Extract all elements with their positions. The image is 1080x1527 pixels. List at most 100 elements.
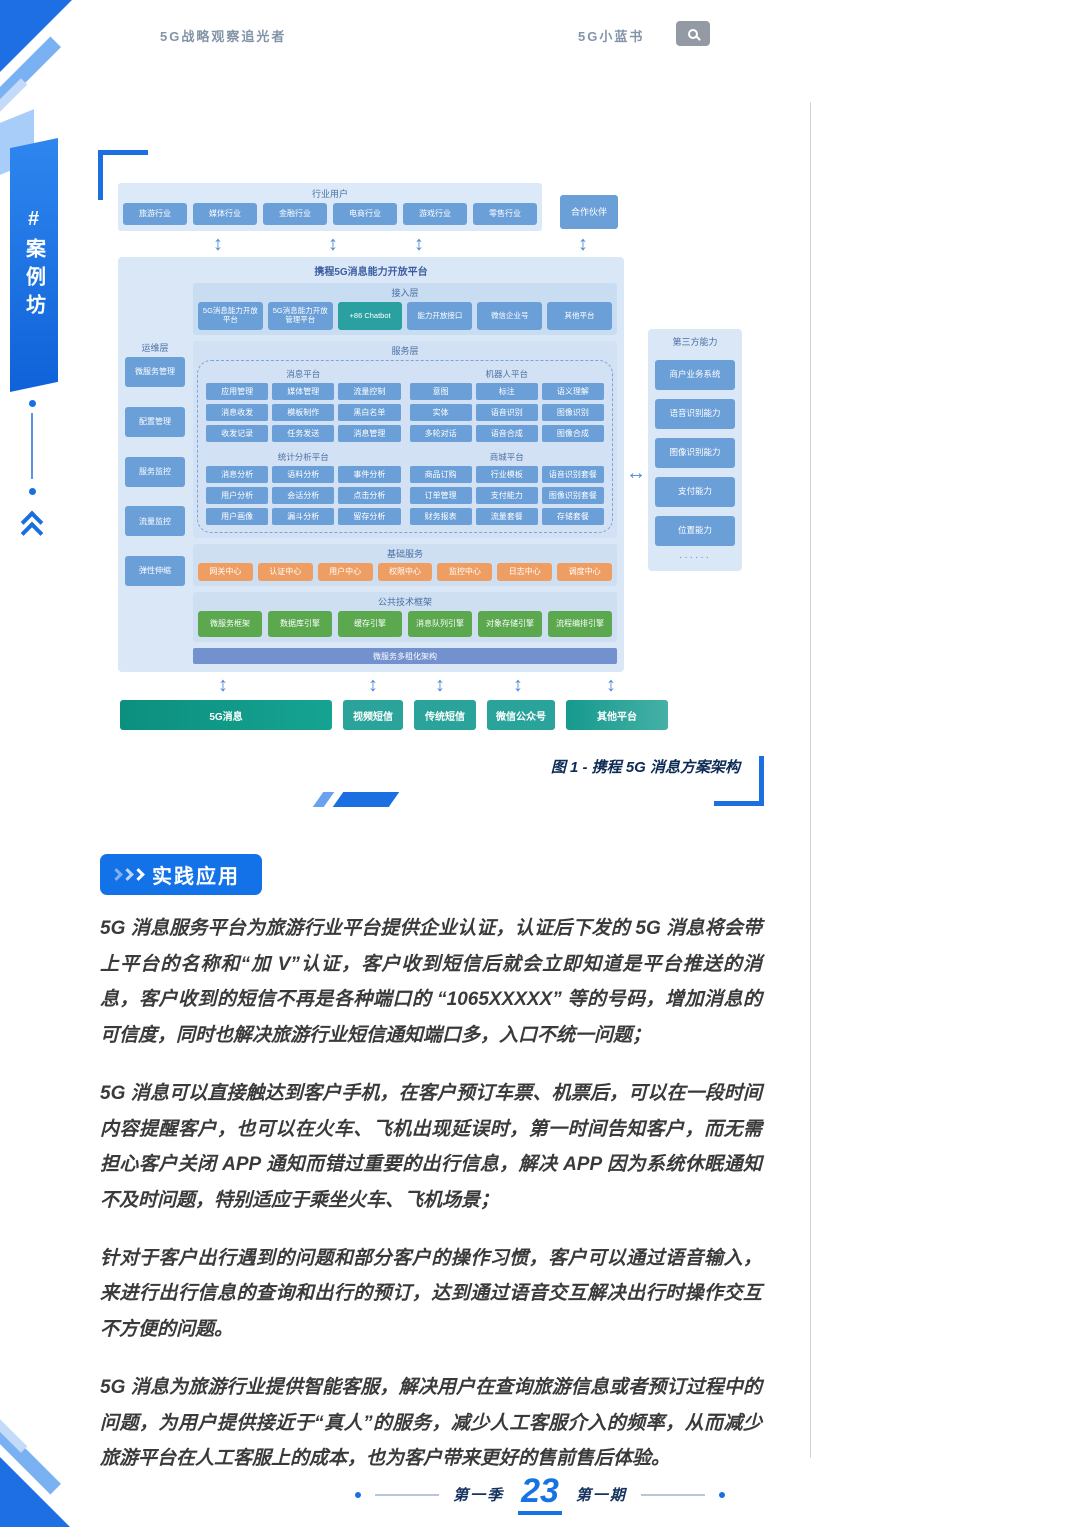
double-chevron-icon xyxy=(20,510,46,546)
quadrant-title: 商城平台 xyxy=(489,452,524,462)
footer-issue: 第一期 xyxy=(575,1487,627,1504)
search-icon xyxy=(688,28,698,39)
third-party-box: 图像识别能力 xyxy=(655,438,735,468)
partner-box: 合作伙伴 xyxy=(560,195,618,229)
access-box: 其他平台 xyxy=(547,302,612,330)
service-box: 消息分析 xyxy=(206,466,269,483)
ops-column: 运维层 微服务管理配置管理服务监控流量监控弹性伸缩 xyxy=(125,341,185,586)
basic-services-panel: 基础服务 网关中心认证中心用户中心权限中心监控中心日志中心调度中心 xyxy=(193,544,617,586)
header-right-title: 5G小蓝书 xyxy=(578,29,645,44)
basic-service-box: 网关中心 xyxy=(198,563,253,581)
industry-box: 零售行业 xyxy=(473,203,537,225)
service-box: 图像识别 xyxy=(541,404,604,421)
service-box: 商品订购 xyxy=(409,466,472,483)
service-quadrant-mall: 商城平台 商品订购行业模板语音识别套餐订单管理支付能力图像识别套餐财务报表流量套… xyxy=(409,451,604,525)
service-box: 图像识别套餐 xyxy=(541,487,604,504)
tech-framework-title: 公共技术框架 xyxy=(377,597,432,607)
service-box: 行业模板 xyxy=(475,466,538,483)
frame-slant-accent xyxy=(332,792,400,807)
corner-decoration-top-left xyxy=(0,0,120,140)
service-box: 收发记录 xyxy=(206,425,269,442)
updown-arrow-icon: ↕ xyxy=(513,674,523,696)
access-box: 微信企业号 xyxy=(477,302,543,330)
partner-wrap: 合作伙伴 xyxy=(560,195,618,231)
vertical-rule xyxy=(810,102,811,1458)
section-ribbon: #案例坊 xyxy=(10,138,58,392)
ops-box: 服务监控 xyxy=(125,456,185,487)
page-footer: 第一季 23 第一期 xyxy=(0,1474,1080,1515)
access-box: 能力开放接口 xyxy=(407,302,473,330)
tech-box: 对象存储引擎 xyxy=(478,611,542,637)
service-box: 模板制作 xyxy=(272,404,335,421)
side-line xyxy=(31,413,33,479)
section-ribbon-label: #案例坊 xyxy=(22,208,45,322)
body-paragraph: 5G 消息服务平台为旅游行业平台提供企业认证，认证后下发的 5G 消息将会带上平… xyxy=(100,918,762,1047)
service-box: 语义理解 xyxy=(541,383,604,400)
basic-service-box: 权限中心 xyxy=(377,563,433,581)
channel-box: 5G消息 xyxy=(120,700,332,730)
basic-service-box: 认证中心 xyxy=(257,563,313,581)
article-content: 实践应用 5G 消息服务平台为旅游行业平台提供企业认证，认证后下发的 5G 消息… xyxy=(100,854,762,1499)
service-box: 意图 xyxy=(409,383,472,400)
bottom-arrows: ↕ ↕ ↕ ↕ ↕ xyxy=(118,672,744,698)
chevrons-right-icon xyxy=(110,868,145,881)
updown-arrow-icon: ↕ xyxy=(414,233,424,255)
figure-caption: 图 1 - 携程 5G 消息方案架构 xyxy=(550,759,740,776)
body-paragraph: 5G 消息可以直接触达到客户手机，在客户预订车票、机票后，可以在一段时间内容提醒… xyxy=(100,1082,762,1212)
quadrant-title: 消息平台 xyxy=(286,369,321,379)
channel-box: 视频短信 xyxy=(343,700,403,730)
search-button[interactable] xyxy=(676,21,710,46)
service-box: 消息收发 xyxy=(206,404,269,421)
ops-box: 流量监控 xyxy=(125,506,185,537)
service-box: 留存分析 xyxy=(338,508,401,525)
footer-dot xyxy=(355,1491,362,1498)
frame-bracket-top-left xyxy=(98,150,148,200)
service-box: 用户画像 xyxy=(206,508,269,525)
service-box: 事件分析 xyxy=(338,466,401,483)
service-box: 标注 xyxy=(475,383,538,400)
service-box: 支付能力 xyxy=(475,487,538,504)
footer-line xyxy=(375,1493,440,1496)
architecture-diagram: 行业用户 旅游行业媒体行业金融行业电商行业游戏行业零售行业 合作伙伴 ↕ ↕ ↕… xyxy=(118,183,744,777)
platform-title: 携程5G消息能力开放平台 xyxy=(314,267,428,278)
page-number: 23 xyxy=(518,1474,562,1515)
ops-title: 运维层 xyxy=(141,343,169,353)
channel-box: 传统短信 xyxy=(414,700,476,730)
industry-users-title: 行业用户 xyxy=(311,189,348,199)
industry-box: 游戏行业 xyxy=(403,203,467,225)
service-box: 实体 xyxy=(409,404,472,421)
updown-arrow-icon: ↕ xyxy=(328,233,338,255)
updown-arrow-icon: ↕ xyxy=(606,674,616,696)
updown-arrow-icon: ↕ xyxy=(213,233,223,255)
basic-services-title: 基础服务 xyxy=(386,549,423,559)
basic-service-box: 日志中心 xyxy=(497,563,553,581)
side-dot xyxy=(29,488,36,495)
basic-service-box: 调度中心 xyxy=(557,563,613,581)
updown-arrow-icon: ↕ xyxy=(578,233,588,255)
side-dot xyxy=(29,400,36,407)
industry-box: 金融行业 xyxy=(263,203,327,225)
service-box: 用户分析 xyxy=(206,487,269,504)
service-box: 流量控制 xyxy=(338,383,401,400)
top-arrows: ↕ ↕ ↕ ↕ xyxy=(118,231,744,257)
service-box: 消息管理 xyxy=(338,425,401,442)
industry-users-panel: 行业用户 旅游行业媒体行业金融行业电商行业游戏行业零售行业 xyxy=(118,183,542,231)
ops-box: 微服务管理 xyxy=(125,357,185,387)
section-badge: 实践应用 xyxy=(100,854,262,895)
access-box: 5G消息能力开放平台 xyxy=(198,302,263,330)
service-box: 点击分析 xyxy=(338,487,401,504)
updown-arrow-icon: ↕ xyxy=(435,674,445,696)
footer-season: 第一季 xyxy=(453,1487,505,1504)
service-box: 会话分析 xyxy=(272,487,335,504)
tech-framework-panel: 公共技术框架 微服务框架数据库引擎缓存引擎消息队列引擎对象存储引擎流程编排引擎 xyxy=(193,592,617,642)
channel-box: 微信公众号 xyxy=(487,700,555,730)
service-layer-title: 服务层 xyxy=(391,346,419,356)
footer-dot xyxy=(718,1491,725,1498)
access-box: 5G消息能力开放管理平台 xyxy=(267,302,333,330)
basic-service-box: 用户中心 xyxy=(317,563,373,581)
updown-arrow-icon: ↕ xyxy=(218,674,228,696)
third-party-panel: 第三方能力 商户业务系统语音识别能力图像识别能力支付能力位置能力 ······ xyxy=(648,329,742,571)
